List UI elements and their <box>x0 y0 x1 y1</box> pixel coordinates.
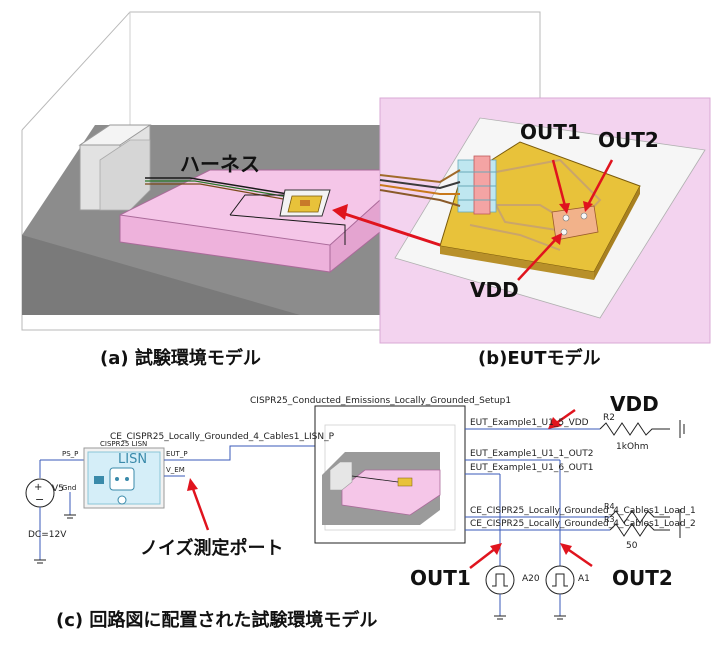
caption-a: (a) 試験環境モデル <box>100 348 261 369</box>
svg-text:+: + <box>34 482 42 493</box>
harness-wires <box>145 177 346 245</box>
net-out1: EUT_Example1_U1_6_OUT1 <box>470 463 594 473</box>
lisn-box-label: CISPR25 LISN <box>100 440 148 448</box>
lisn-schematic-block <box>64 447 185 519</box>
pulse-source-a1 <box>545 565 575 620</box>
caption-b: (b)EUTモデル <box>478 348 601 369</box>
eut-connectors <box>457 155 497 215</box>
out2-label-c: OUT2 <box>612 566 673 590</box>
eut-cable-bundle <box>379 169 461 207</box>
v5-label: V5 <box>52 484 64 494</box>
schematic-red-arrows <box>187 408 593 569</box>
a1-label: A1 <box>578 574 590 584</box>
v5-value: DC=12V <box>28 530 67 540</box>
schematic-title: CISPR25_Conducted_Emissions_Locally_Grou… <box>250 396 512 406</box>
r-value-50: 50 <box>626 541 638 551</box>
eut-pin-arrows <box>517 159 614 281</box>
r4-label: R4 <box>604 502 615 511</box>
vdd-label-c: VDD <box>610 392 659 416</box>
test-env-subcircuit-block <box>314 405 466 544</box>
lisn-box-model <box>78 124 152 211</box>
noise-port-label: ノイズ測定ポート <box>140 538 284 559</box>
harness-label: ハーネス <box>180 152 260 176</box>
output-nets <box>465 428 610 566</box>
svg-text:−: − <box>35 493 44 506</box>
pulse-source-a20 <box>485 565 515 620</box>
out2-label-b: OUT2 <box>598 128 659 152</box>
eut-model-panel <box>379 97 711 344</box>
net-vdd: EUT_Example1_U1_5_VDD <box>470 418 589 428</box>
lisn-net-label: CE_CISPR25_Locally_Grounded_4_Cables1_LI… <box>110 432 334 442</box>
r2-resistor <box>599 420 685 438</box>
caption-c: (c) 回路図に配置された試験環境モデル <box>56 610 378 631</box>
r2-label: R2 <box>603 413 615 423</box>
net-load2: CE_CISPR25_Locally_Grounded_4_Cables1_Lo… <box>470 519 696 529</box>
v5-voltage-source: + − <box>25 459 90 564</box>
r2-value: 1kOhm <box>616 442 649 452</box>
net-load1: CE_CISPR25_Locally_Grounded_4_Cables1_Lo… <box>470 506 696 516</box>
out1-label-c: OUT1 <box>410 566 471 590</box>
a20-label: A20 <box>522 574 540 584</box>
lisn-pin-vem: V_EM <box>166 466 185 474</box>
out1-label-b: OUT1 <box>520 120 581 144</box>
schematic-panel: + − <box>0 378 721 654</box>
load-resistors <box>609 509 681 538</box>
lisn-pin-gnd: Gnd <box>62 484 77 492</box>
vdd-label-b: VDD <box>470 278 519 302</box>
lisn-text: LISN <box>118 452 148 467</box>
pointer-arrow-eut <box>332 204 441 247</box>
lisn-pin-ps: PS_P <box>62 450 79 458</box>
test-environment-3d-model <box>21 11 541 331</box>
net-out2: EUT_Example1_U1_1_OUT2 <box>470 449 594 459</box>
r3-label: R3 <box>604 515 615 524</box>
eut-board-small <box>279 189 331 217</box>
lisn-net-wire <box>185 445 315 461</box>
lisn-pin-eut: EUT_P <box>166 450 188 458</box>
